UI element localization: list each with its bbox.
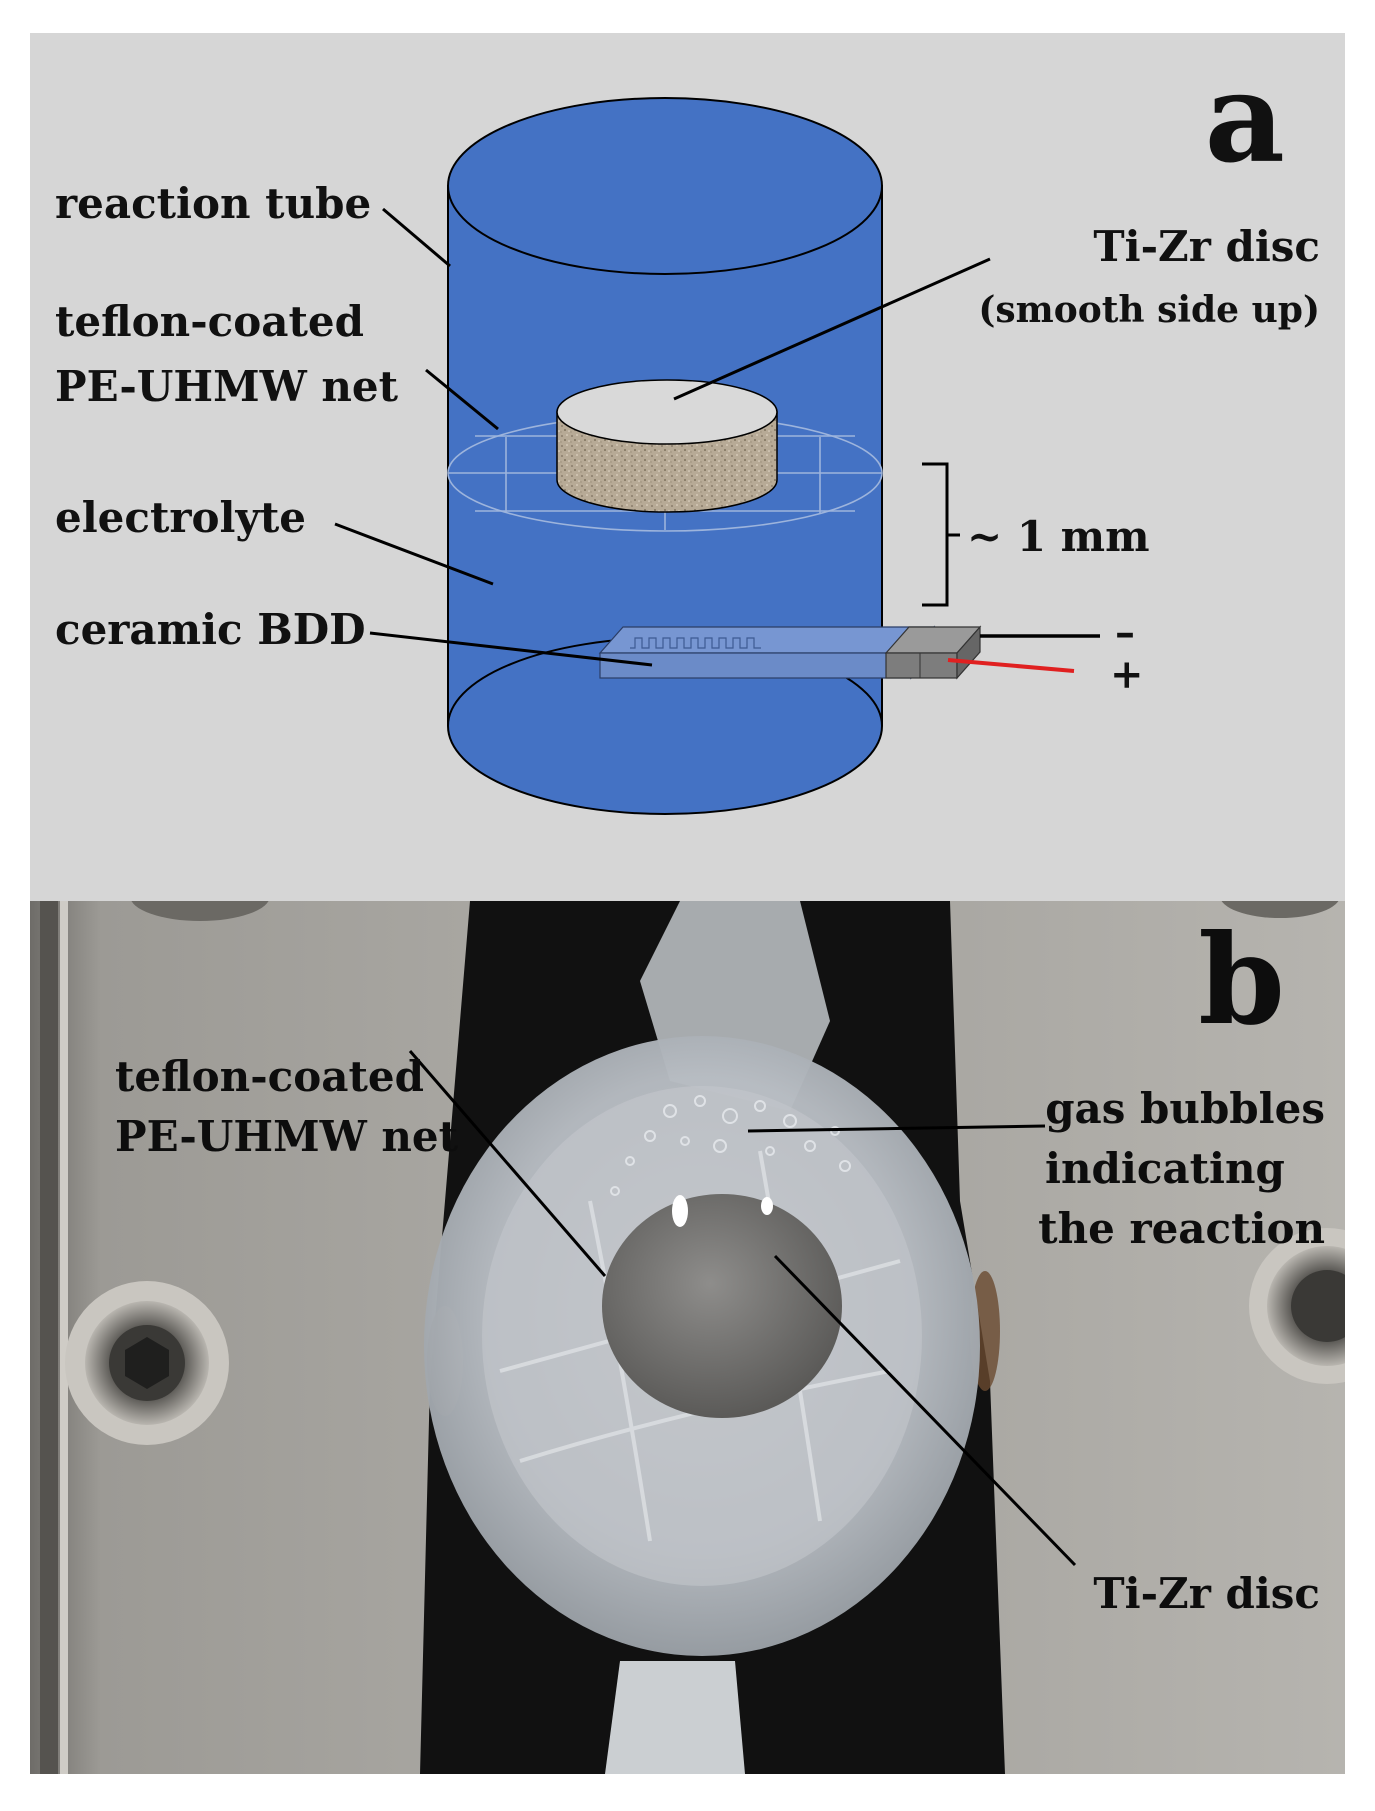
label-net-line2: PE-UHMW net <box>55 362 399 411</box>
ti-zr-disc-schematic <box>556 379 778 513</box>
leader-net <box>425 368 499 431</box>
label-net-photo-line2: PE-UHMW net <box>115 1112 459 1161</box>
label-disc-line2: (smooth side up) <box>978 289 1320 331</box>
ceramic-bdd-electrode <box>598 625 982 680</box>
label-distance: ~ 1 mm <box>967 512 1150 561</box>
label-bubbles-line2: indicating <box>1045 1144 1285 1193</box>
panel-b-photo: b teflon-coated PE-UHMW net gas bubbles … <box>30 901 1345 1774</box>
label-disc-line1: Ti-Zr disc <box>1093 222 1320 271</box>
bdd-meander-pattern <box>630 637 761 649</box>
leader-net-photo <box>408 1050 607 1277</box>
label-electrolyte: electrolyte <box>55 493 306 542</box>
label-ceramic-bdd: ceramic BDD <box>55 605 366 654</box>
leader-disc <box>673 257 991 401</box>
positive-wire <box>947 658 1075 673</box>
label-bubbles-line1: gas bubbles <box>1045 1084 1325 1133</box>
ti-zr-disc-photo <box>602 1194 842 1418</box>
tube-tab <box>605 1661 745 1774</box>
label-plus: + <box>1110 651 1144 698</box>
label-bubbles-line3: the reaction <box>1038 1204 1325 1253</box>
label-net-photo-line1: teflon-coated <box>115 1052 424 1101</box>
reaction-tube-top <box>447 97 883 275</box>
schematic-svg: a reaction tube teflon-coated PE-UHMW ne… <box>55 46 1320 815</box>
leader-ceramic-bdd <box>369 631 653 667</box>
leader-reaction-tube <box>382 207 451 268</box>
panel-b-letter: b <box>1198 908 1285 1053</box>
label-net-line1: teflon-coated <box>55 297 364 346</box>
leader-electrolyte <box>334 522 494 586</box>
gas-bubbles <box>610 1095 851 1196</box>
label-reaction-tube: reaction tube <box>55 179 371 228</box>
label-minus: – <box>1115 609 1135 656</box>
leader-bubbles <box>747 1124 1046 1133</box>
top-screw-edge <box>131 901 269 921</box>
leader-disc-photo <box>773 1254 1077 1567</box>
distance-bracket <box>922 462 949 607</box>
panel-a-schematic: a reaction tube teflon-coated PE-UHMW ne… <box>30 33 1345 901</box>
label-disc-photo: Ti-Zr disc <box>1093 1569 1320 1618</box>
photo-svg: b teflon-coated PE-UHMW net gas bubbles … <box>30 901 1345 1774</box>
left-screw <box>65 1281 229 1445</box>
panel-a-letter: a <box>1205 46 1285 191</box>
right-screw <box>1249 1228 1345 1384</box>
